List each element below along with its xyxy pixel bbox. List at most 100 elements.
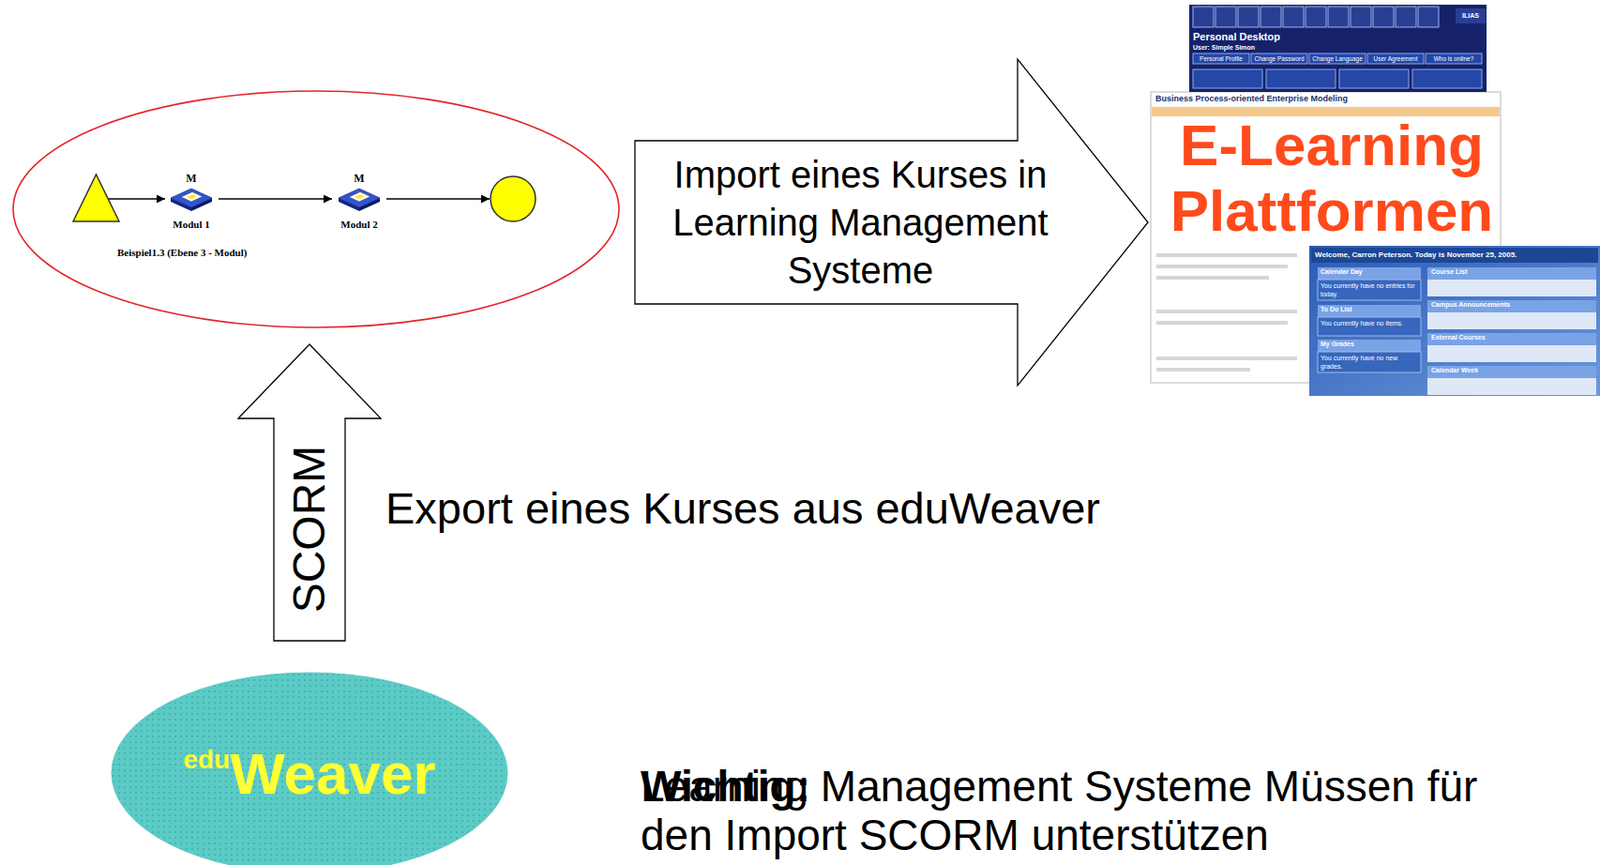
- screen-button: [1425, 53, 1482, 64]
- arrow-label: Import eines Kurses in Learning Manageme…: [651, 150, 1070, 295]
- screen-button-text: Personal Profile: [1192, 53, 1250, 64]
- menu-icon: [1260, 6, 1282, 28]
- text-line: [1156, 356, 1298, 361]
- panel-heading: Calendar Week: [1431, 366, 1479, 375]
- screen-button: [1367, 53, 1424, 64]
- panel-body: [1317, 279, 1421, 301]
- panel-heading: My Grades: [1320, 340, 1355, 348]
- arrow-label: SCORM: [283, 445, 336, 614]
- menu-icon: [1237, 6, 1259, 28]
- logo-box: [1455, 8, 1486, 24]
- icon-face: [186, 194, 197, 199]
- text-line: [1156, 253, 1298, 257]
- menu-icon: [1192, 6, 1214, 28]
- icon-face: [348, 192, 371, 203]
- panel-body: [1427, 279, 1597, 297]
- screen-button-text: Change Password: [1251, 53, 1308, 64]
- screen-text: You currently have no items.: [1320, 318, 1419, 328]
- module-marker: M: [353, 171, 364, 185]
- screen-button-text: Who is online?: [1425, 53, 1482, 64]
- panel-body: [1317, 316, 1421, 336]
- text-line: [1156, 309, 1298, 314]
- screenshot-panel: [1189, 4, 1487, 92]
- panel-header: [1427, 365, 1597, 378]
- module-node: M Modul 1: [166, 171, 217, 231]
- module-icon: [168, 184, 214, 213]
- button-row: [1192, 53, 1482, 89]
- block-arrow: [634, 59, 1148, 386]
- screen-button: [1266, 69, 1336, 89]
- text-line: [1156, 275, 1269, 280]
- screen-button: [1251, 53, 1308, 64]
- screen-text: You currently have no entries for today.: [1320, 281, 1419, 299]
- menu-icon: [1350, 6, 1372, 28]
- screen-button-text: User Agreement: [1367, 53, 1424, 64]
- menu-icon: [1395, 6, 1417, 28]
- panel-heading: Course List: [1431, 268, 1468, 276]
- panel-heading: Calendar Day: [1320, 268, 1363, 276]
- screen-heading: Business Process-oriented Enterprise Mod…: [1155, 93, 1348, 104]
- icon-row: [1192, 6, 1439, 28]
- icon-face: [354, 194, 365, 199]
- note-text: Export eines Kurses aus eduWeaver: [385, 483, 1101, 534]
- ellipse-fill: [111, 672, 508, 865]
- container-ellipse: Beispiel1.3 (Ebene 3 - Modul)MModul 1MMo…: [12, 90, 620, 329]
- flow-connector: [218, 197, 333, 199]
- ellipse-outline: [12, 90, 620, 329]
- screen-button: [1192, 53, 1250, 64]
- tool-ellipse: eduWeaver: [110, 671, 509, 865]
- screen-text: You currently have no new grades.: [1320, 353, 1419, 371]
- screen-text: Welcome, Carron Peterson. Today is Novem…: [1314, 250, 1517, 259]
- module-label: Modul 2: [340, 217, 378, 231]
- panel-body: [1427, 377, 1597, 395]
- text-line: [1156, 264, 1288, 269]
- panel-header: [1427, 332, 1597, 346]
- panel-body: [1427, 345, 1597, 363]
- block-arrow: [238, 344, 381, 641]
- icon-face: [338, 188, 380, 208]
- screen-button: [1309, 53, 1366, 64]
- note-text: Learning Management Systeme Müssen für d…: [640, 761, 1541, 860]
- icon-face: [181, 192, 203, 203]
- start-triangle: [73, 174, 120, 222]
- screenshot-panel: [1309, 245, 1600, 396]
- module-label: Modul 1: [172, 217, 210, 231]
- screen-button: [1339, 69, 1409, 89]
- module-icon: [336, 184, 382, 213]
- text-line: [1156, 320, 1288, 325]
- logo-text: ILIAS: [1455, 8, 1486, 24]
- logo-prefix: edu: [182, 744, 230, 775]
- panel-header: [1427, 300, 1597, 313]
- ellipse-outline: [13, 90, 619, 328]
- panel-heading: External Courses: [1431, 333, 1486, 342]
- module-marker: M: [185, 171, 197, 185]
- screen-button-text: Change Language: [1309, 53, 1366, 64]
- caption-text: Beispiel1.3 (Ebene 3 - Modul): [117, 90, 247, 259]
- flow-line: [108, 197, 166, 199]
- logo-text: Weaver: [229, 739, 436, 807]
- panel-body: [1427, 312, 1597, 330]
- text-line: [1156, 367, 1251, 372]
- platform-collage: E-Learning Plattformen: [1150, 0, 1600, 396]
- screen-text: User: Simple Simon: [1192, 44, 1255, 52]
- panel-heading: Campus Announcements: [1431, 301, 1510, 309]
- menu-icon: [1215, 6, 1237, 28]
- screen-heading: Personal Desktop: [1192, 30, 1281, 44]
- end-circle: [490, 176, 536, 222]
- screen-button: [1192, 69, 1263, 89]
- menu-icon: [1305, 6, 1327, 28]
- menu-icon: [1373, 6, 1394, 28]
- menu-icon: [1328, 6, 1349, 28]
- panel-heading: To Do List: [1320, 305, 1353, 314]
- panel-header: [1427, 267, 1597, 280]
- flow-line: [386, 197, 490, 199]
- module-node: M Modul 2: [333, 171, 385, 231]
- panel-header: [1317, 267, 1421, 280]
- screen-button: [1412, 69, 1482, 89]
- panel-header: [1317, 339, 1421, 352]
- platform-title: E-Learning Plattformen: [1162, 0, 1501, 244]
- menu-icon: [1418, 6, 1439, 28]
- menu-icon: [1283, 6, 1304, 28]
